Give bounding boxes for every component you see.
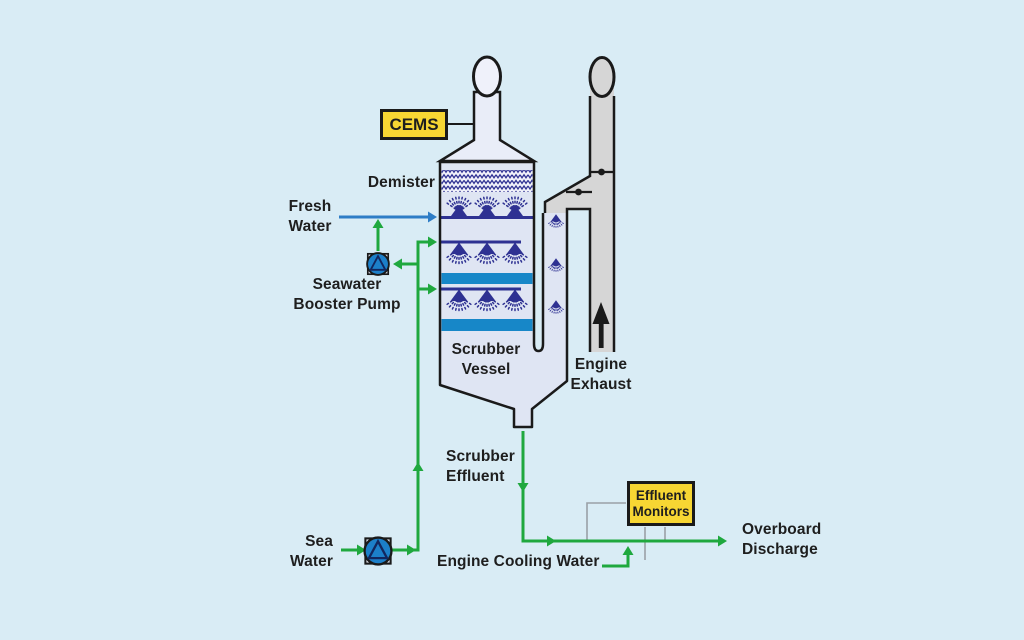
spray-bank-bottom [441,287,529,313]
seawater-riser-line [391,240,429,552]
wash-tray-band [441,319,533,331]
overboard-arrowhead-icon [718,535,727,547]
exhaust-flow-arrow-icon [592,302,610,348]
damper-icon [590,168,614,176]
effluent-piping [517,431,727,568]
spray-bank-middle [441,240,529,266]
flow-arrowhead-icon [428,211,437,223]
fresh-water-label: Fresh Water [288,198,332,235]
engine-cooling-water-line [602,553,630,568]
spray-bank-top [441,194,533,219]
exhaust-branch-duct [545,176,590,213]
sea-water-pump-icon [363,536,393,566]
scrubber-effluent-line [521,431,718,543]
scrubber-outlet-oval [472,55,502,98]
wash-tray-band [441,273,533,284]
scrubber-effluent-label: Scrubber Effluent [446,448,515,485]
scrubber-vessel-label: Scrubber Vessel [451,341,521,378]
sea-water-label: Sea Water [290,533,333,570]
fresh-water-line [339,211,437,223]
demister-pattern [441,170,533,192]
demister-label: Demister [367,174,435,191]
cems-label-box: CEMS [380,109,448,140]
engine-cooling-water-label: Engine Cooling Water [437,553,600,570]
effluent-sensor-lines [586,502,666,560]
seawater-booster-pump-label: Seawater Booster Pump [293,276,401,313]
exhaust-stack [543,56,616,352]
vessel-top-section [435,90,539,163]
scrubber-vessel [435,55,569,429]
seawater-piping [341,219,437,556]
overboard-discharge-label: Overboard Discharge [742,521,822,558]
damper-icon [566,188,592,196]
seawater-booster-pump-icon [366,252,390,276]
effluent-monitors-box: Effluent Monitors [627,481,695,526]
engine-exhaust-label: Engine Exhaust [570,356,632,393]
exhaust-stack-outlet-oval [588,56,616,98]
